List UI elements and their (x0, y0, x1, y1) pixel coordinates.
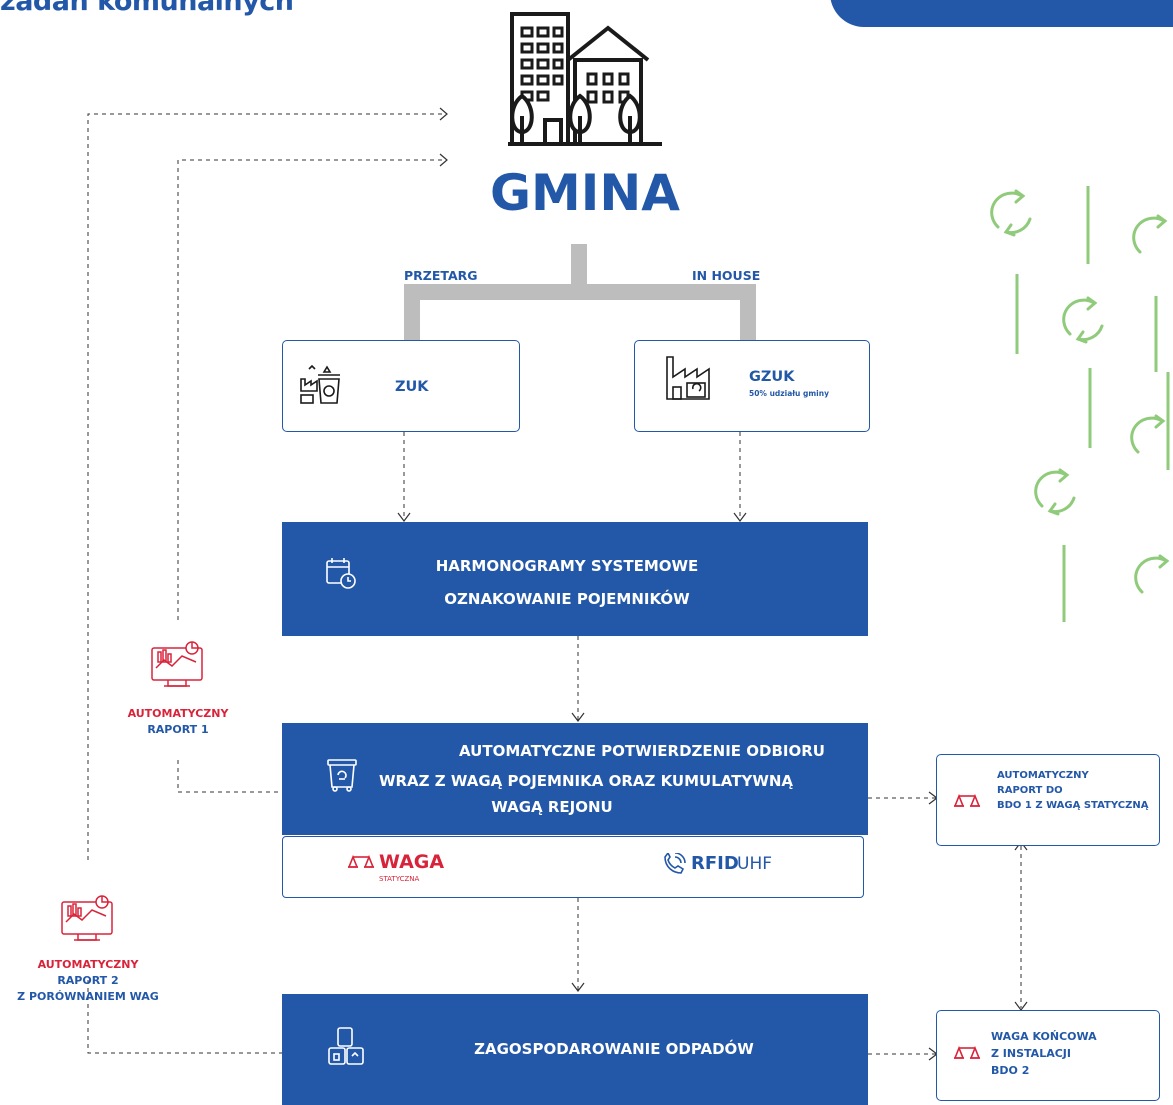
main-title-gmina: GMINA (490, 164, 680, 222)
dashed-line-report1-box (177, 760, 282, 793)
potwierdzenie-line2: WRAZ Z WAGĄ POJEMNIKA ORAZ KUMULATYWNĄ (378, 772, 794, 790)
potwierdzenie-line3: WAGĄ REJONU (491, 798, 613, 816)
bdo1-box: AUTOMATYCZNY RAPORT DO BDO 1 Z WAGĄ STAT… (936, 754, 1160, 846)
waste-containers-icon (328, 1027, 364, 1065)
recycle-pattern (1015, 186, 1170, 622)
corner-tab (830, 0, 1173, 27)
report2-line2: RAPORT 2 (57, 974, 119, 987)
waga-sub-label: STATYCZNA (379, 875, 420, 883)
waste-bin-factory-icon (300, 364, 340, 404)
monitor-chart-icon (151, 641, 203, 687)
zuk-label: ZUK (395, 379, 429, 395)
gzuk-box: GZUK 50% udziału gminy (634, 340, 870, 432)
bdo2-line1: WAGA KOŃCOWA (991, 1030, 1097, 1043)
potwierdzenie-box: AUTOMATYCZNE POTWIERDZENIE ODBIORU WRAZ … (282, 723, 868, 835)
zagospodarowanie-box: ZAGOSPODAROWANIE ODPADÓW (282, 994, 868, 1105)
rfid-label: RFID (691, 853, 739, 874)
recycle-icon (1134, 554, 1170, 594)
waga-label: WAGA (379, 851, 445, 873)
bdo1-line1: AUTOMATYCZNY (997, 770, 1089, 781)
report1-line2: RAPORT 1 (147, 723, 209, 736)
gzuk-note: 50% udziału gminy (749, 389, 829, 398)
bdo2-line2: Z INSTALACJI (991, 1047, 1071, 1060)
bdo1-text: AUTOMATYCZNY RAPORT DO BDO 1 Z WAGĄ STAT… (997, 768, 1148, 813)
bdo2-box: WAGA KOŃCOWA Z INSTALACJI BDO 2 (936, 1010, 1160, 1101)
branch-label-in-house: IN HOUSE (692, 268, 761, 283)
dashed-line-report2-box (87, 980, 282, 1054)
harmonogramy-line2: OZNAKOWANIE POJEMNIKÓW (444, 590, 690, 608)
branch-label-przetarg: PRZETARG (404, 268, 478, 283)
branch-connector (404, 244, 756, 342)
zagospodarowanie-label: ZAGOSPODAROWANIE ODPADÓW (474, 1040, 754, 1058)
report1-line1: AUTOMATYCZNY (127, 707, 229, 720)
potwierdzenie-line1: AUTOMATYCZNE POTWIERDZENIE ODBIORU (459, 742, 825, 760)
dashed-line-report1-up (177, 159, 446, 620)
calendar-clock-icon (326, 558, 356, 589)
factory-recycle-icon (666, 356, 710, 400)
tech-strip: WAGA STATYCZNA RFID UHF (282, 836, 864, 898)
recycle-icon (1062, 296, 1104, 344)
scale-icon (953, 793, 981, 807)
bdo2-line3: BDO 2 (991, 1064, 1030, 1077)
report2-line1: AUTOMATYCZNY (37, 958, 139, 971)
bdo1-line3: BDO 1 Z WAGĄ STATYCZNĄ (997, 800, 1149, 811)
zuk-box: ZUK (282, 340, 520, 432)
recycle-icon (1132, 214, 1168, 254)
scale-icon (953, 1045, 981, 1059)
dashed-line-report2-up (87, 113, 446, 860)
harmonogramy-box: HARMONOGRAMY SYSTEMOWE OZNAKOWANIE POJEM… (282, 522, 868, 636)
city-building-icon (508, 12, 662, 146)
recycle-icon (1034, 468, 1076, 516)
gzuk-label: GZUK (749, 369, 795, 385)
recycle-icon (1130, 414, 1166, 454)
report1-text: AUTOMATYCZNY RAPORT 1 (108, 706, 248, 738)
recycle-icon (990, 189, 1032, 237)
report2-text: AUTOMATYCZNY RAPORT 2 Z PORÓWNANIEM WAG (0, 957, 176, 1005)
rfid-signal-icon (664, 853, 686, 874)
scale-icon (347, 854, 375, 868)
report2-line3: Z PORÓWNANIEM WAG (17, 990, 159, 1003)
harmonogramy-line1: HARMONOGRAMY SYSTEMOWE (435, 557, 699, 575)
uhf-label: UHF (737, 854, 773, 874)
recycle-container-icon (327, 759, 357, 792)
monitor-chart-icon (61, 895, 113, 941)
bdo2-text: WAGA KOŃCOWA Z INSTALACJI BDO 2 (991, 1028, 1097, 1079)
bdo1-line2: RAPORT DO (997, 785, 1063, 796)
page-title: zadań komunalnych (0, 0, 294, 17)
